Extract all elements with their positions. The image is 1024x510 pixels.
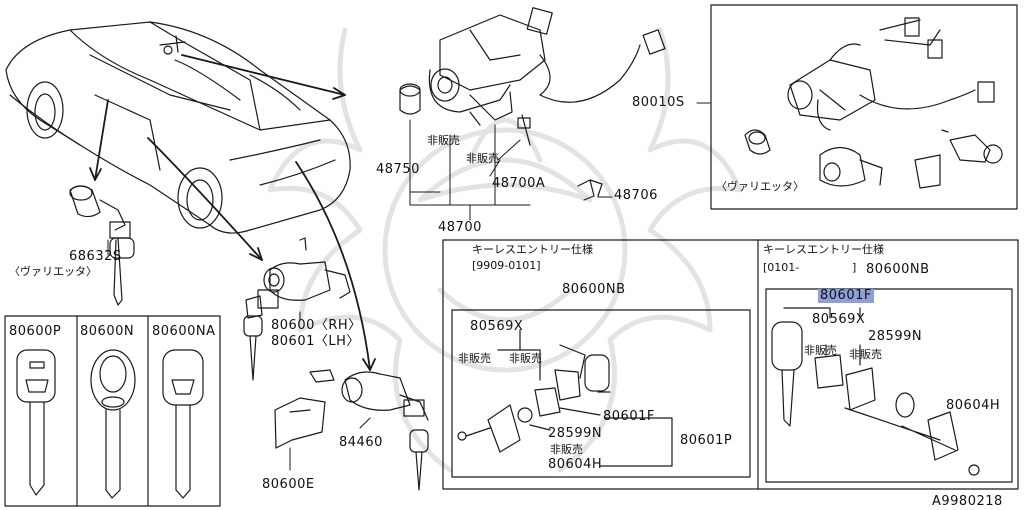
keyless-left-period: [9909-0101] bbox=[472, 259, 541, 272]
label-80600rh: 80600〈RH〉 bbox=[271, 318, 362, 333]
key-80600na bbox=[162, 349, 204, 499]
trunk-lock-84460 bbox=[309, 369, 429, 491]
label-right-80604h: 80604H bbox=[946, 398, 1001, 413]
label-left-80600nb: 80600NB bbox=[562, 282, 626, 297]
label-variety-right: 〈ヴァリエッタ〉 bbox=[716, 180, 804, 193]
label-nonsale-a: 非販売 bbox=[427, 134, 460, 147]
label-right-80569x: 80569X bbox=[812, 312, 866, 327]
label-nonsale-b: 非販売 bbox=[466, 152, 499, 165]
door-lock-80600 bbox=[243, 237, 351, 381]
label-80600e: 80600E bbox=[262, 477, 315, 492]
label-80601lh: 80601〈LH〉 bbox=[271, 334, 360, 349]
label-right-80600nb: 80600NB bbox=[866, 262, 930, 277]
label-80010s: 80010S bbox=[632, 95, 685, 110]
label-48700: 48700 bbox=[438, 220, 482, 235]
keyless-right-period: [0101- bbox=[763, 261, 800, 274]
lock-68632s bbox=[69, 185, 135, 306]
diagram-code: A9980218 bbox=[932, 494, 1003, 509]
keyless-right-parts bbox=[771, 307, 980, 476]
label-key-80600na: 80600NA bbox=[152, 324, 216, 339]
label-48750: 48750 bbox=[376, 162, 420, 177]
ignition-kit bbox=[744, 17, 1003, 189]
box-80010s-frame bbox=[710, 4, 1018, 210]
bracket-48706 bbox=[577, 179, 603, 201]
label-68632s: 68632S bbox=[69, 249, 122, 264]
keyless-right-title: キーレスエントリー仕様 bbox=[763, 243, 884, 256]
label-48700a: 48700A bbox=[492, 176, 546, 191]
label-left-80604h: 80604H bbox=[548, 457, 603, 472]
watermark-crest bbox=[267, 27, 743, 473]
label-key-80600p: 80600P bbox=[9, 324, 62, 339]
label-right-28599n: 28599N bbox=[868, 329, 923, 344]
bracket-80600e bbox=[274, 397, 326, 449]
car-illustration bbox=[5, 21, 351, 234]
keyless-left-title: キーレスエントリー仕様 bbox=[472, 243, 593, 256]
label-right-80601f: 80601F bbox=[818, 288, 874, 303]
key-80600n bbox=[90, 349, 136, 499]
label-48706: 48706 bbox=[614, 188, 658, 203]
label-left-nonsale-2: 非販売 bbox=[509, 352, 542, 365]
keyless-right-period-end: ] bbox=[852, 261, 857, 274]
keys-box-dividers bbox=[76, 315, 149, 507]
label-84460: 84460 bbox=[339, 435, 383, 450]
keyless-outer-frame bbox=[442, 239, 1019, 490]
label-right-nonsale-2: 非販売 bbox=[849, 348, 882, 361]
label-variety-left: 〈ヴァリエッタ〉 bbox=[9, 265, 97, 278]
keys-box-frame bbox=[4, 315, 221, 507]
label-left-nonsale-1: 非販売 bbox=[458, 352, 491, 365]
ignition-lock bbox=[399, 7, 666, 146]
key-80600p bbox=[16, 349, 56, 496]
label-key-80600n: 80600N bbox=[80, 324, 135, 339]
label-left-80601f: 80601F bbox=[603, 409, 655, 424]
keyless-right-inner-frame bbox=[765, 288, 1013, 483]
label-right-nonsale-1: 非販売 bbox=[804, 344, 837, 357]
label-left-nonsale-3: 非販売 bbox=[550, 443, 583, 456]
label-left-80601p: 80601P bbox=[680, 433, 733, 448]
label-left-28599n: 28599N bbox=[548, 426, 603, 441]
keyless-left-inner-frame bbox=[451, 309, 751, 478]
pointer-arrows bbox=[89, 54, 376, 371]
keyless-left-parts bbox=[457, 329, 673, 467]
leader-lines bbox=[107, 102, 711, 471]
label-left-80569x: 80569X bbox=[470, 319, 524, 334]
